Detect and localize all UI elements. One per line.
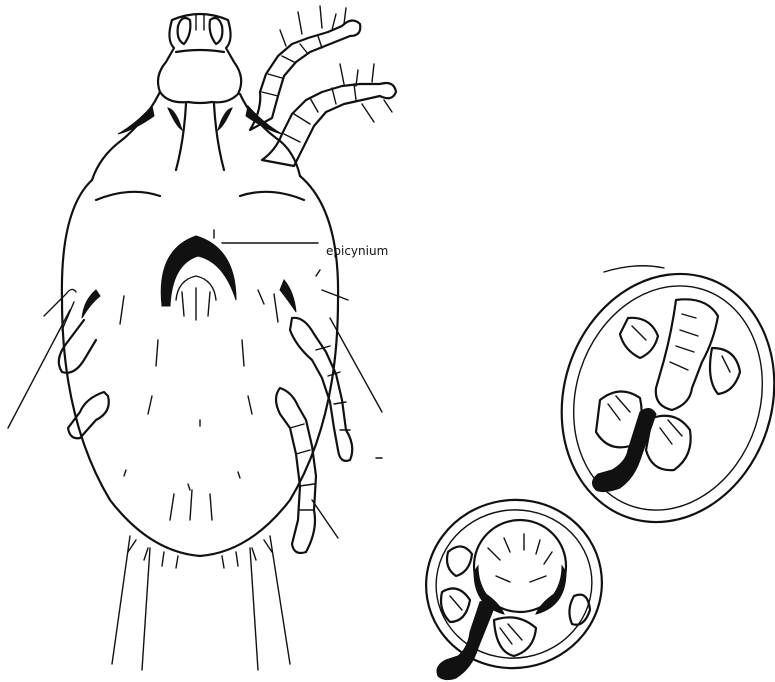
leg-right-4 [258, 290, 338, 553]
egg-upper [530, 246, 775, 550]
egg-lower [413, 486, 615, 682]
propodosoma-outline [92, 92, 300, 180]
idiosoma-outline [62, 176, 338, 556]
epigynium [161, 236, 236, 320]
ventral-setae [120, 230, 278, 520]
gnathosoma [158, 14, 241, 103]
epigynium-label: epicynium [326, 244, 388, 258]
leg-right-3 [280, 270, 382, 461]
leg-left-3 [8, 289, 100, 428]
mite-dorsal-view: epicynium [8, 6, 396, 670]
leg-right-1 [250, 6, 360, 130]
leg-left-4 [62, 302, 109, 438]
apodeme-left [118, 106, 154, 134]
